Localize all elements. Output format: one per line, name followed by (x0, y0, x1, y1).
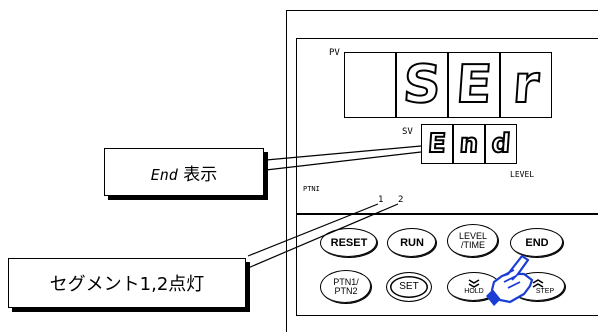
double-chevron-up-icon (532, 279, 544, 288)
segment-1-indicator: 1 (378, 195, 384, 205)
end-display-callout: End 表示 (104, 148, 264, 196)
pv-digit-2-char: S (400, 54, 444, 116)
reset-button[interactable]: RESET (320, 228, 378, 258)
ptn12-button[interactable]: PTN1/ PTN2 (320, 270, 372, 304)
segment-callout-text: セグメント1,2点灯 (49, 274, 205, 295)
level-time-button[interactable]: LEVEL /TIME (447, 224, 499, 258)
pv-digit-3-char: E (453, 54, 495, 116)
level-label: LEVEL (510, 170, 535, 179)
ptn12-button-label: PTN1/ PTN2 (333, 277, 359, 296)
pv-label: PV (329, 48, 340, 58)
sv-digit-3: d (485, 124, 517, 164)
display-panel (296, 38, 598, 214)
end-display-callout-text: End 表示 (151, 160, 218, 185)
level-time-button-label: LEVEL /TIME (458, 231, 488, 250)
pv-digit-3: E (448, 52, 500, 118)
end-button[interactable]: END (510, 228, 564, 258)
pv-digit-4: r (500, 52, 552, 118)
pointing-hand-icon (486, 254, 534, 306)
set-button[interactable]: SET (386, 272, 432, 302)
reset-button-label: RESET (330, 236, 368, 249)
segment-callout: セグメント1,2点灯 (8, 258, 246, 308)
sv-digit-3-char: d (490, 128, 513, 160)
pv-digit-1-char (343, 53, 397, 117)
double-chevron-down-icon (468, 279, 480, 288)
sv-label: SV (402, 127, 413, 137)
sv-digit-1: E (421, 124, 453, 164)
end-button-label: END (525, 236, 549, 249)
pv-digit-1 (344, 52, 396, 118)
end-italic-text: End (150, 165, 178, 184)
segment-2-indicator: 2 (398, 195, 404, 205)
pv-digit-2: S (396, 52, 448, 118)
pv-digit-4-char: r (510, 54, 542, 116)
sv-digit-1-char: E (426, 128, 448, 160)
run-button-label: RUN (400, 236, 424, 249)
hold-button-label: HOLD (464, 288, 484, 295)
set-button-label: SET (399, 281, 419, 292)
ptn-label: PTNI (303, 185, 320, 193)
sv-digit-2: n (453, 124, 485, 164)
run-button[interactable]: RUN (387, 228, 437, 258)
end-display-suffix: 表示 (177, 164, 218, 185)
step-button-label: STEP (535, 288, 555, 295)
sv-digit-2-char: n (458, 128, 481, 160)
